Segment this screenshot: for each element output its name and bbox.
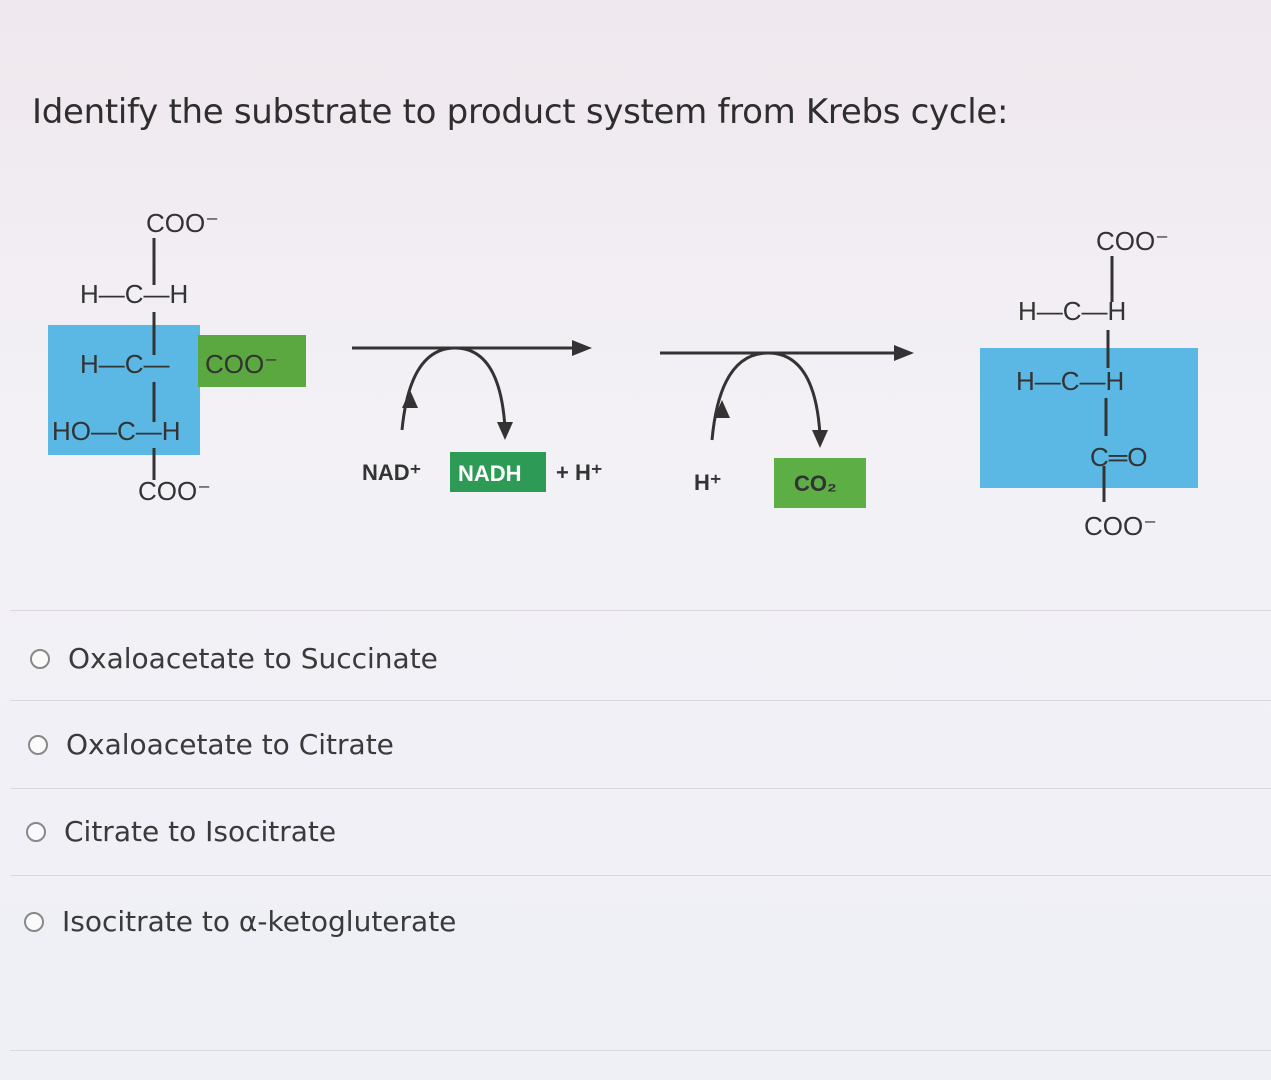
answer-divider <box>10 700 1271 701</box>
radio-button[interactable] <box>26 821 46 842</box>
substrate-row-2-left: H—C— <box>80 349 170 379</box>
co2-chip <box>774 458 866 508</box>
step1-reactant: NAD⁺ <box>362 460 421 485</box>
radio-button[interactable] <box>28 734 48 755</box>
answer-label: Isocitrate to α-ketogluterate <box>62 905 457 938</box>
product-row-3: C═O <box>1090 442 1147 472</box>
substrate-row-2-group: COO⁻ <box>205 349 278 379</box>
substrate-highlight-blue <box>48 325 200 455</box>
answer-label: Oxaloacetate to Citrate <box>66 728 394 761</box>
reaction-diagram-svg: COO⁻ H—C—H H—C— COO⁻ HO—C—H COO⁻ NAD⁺ NA… <box>48 208 1198 541</box>
substrate-molecule: COO⁻ H—C—H H—C— COO⁻ HO—C—H COO⁻ <box>48 208 306 506</box>
product-molecule: COO⁻ H—C—H H—C—H C═O COO⁻ <box>980 226 1198 541</box>
answer-divider <box>10 610 1271 611</box>
substrate-highlight-green <box>198 335 306 387</box>
step2-reactant: H⁺ <box>694 470 722 495</box>
step1-arrow <box>352 340 592 440</box>
answer-option-1[interactable]: Oxaloacetate to Succinate <box>30 642 438 675</box>
product-highlight-blue <box>980 348 1198 488</box>
substrate-top-group: COO⁻ <box>146 208 219 238</box>
radio-button[interactable] <box>30 648 50 669</box>
product-row-2: H—C—H <box>1016 366 1124 396</box>
step2-product: CO₂ <box>794 471 837 496</box>
step1-product: NADH <box>458 461 522 486</box>
substrate-bottom-group: COO⁻ <box>138 476 211 506</box>
step2-arrow <box>660 345 914 448</box>
product-top-group: COO⁻ <box>1096 226 1169 256</box>
answer-option-4[interactable]: Isocitrate to α-ketogluterate <box>24 905 456 938</box>
answer-divider <box>10 788 1271 789</box>
substrate-row-3: HO—C—H <box>52 416 181 446</box>
product-row-1: H—C—H <box>1018 296 1126 326</box>
substrate-row-1: H—C—H <box>80 279 188 309</box>
nadh-chip <box>450 452 546 492</box>
reaction-diagram: COO⁻ H—C—H H—C— COO⁻ HO—C—H COO⁻ NAD⁺ NA… <box>0 190 1271 570</box>
answer-label: Oxaloacetate to Succinate <box>68 642 438 675</box>
question-title: Identify the substrate to product system… <box>32 92 1009 132</box>
answer-label: Citrate to Isocitrate <box>64 815 337 848</box>
answer-option-2[interactable]: Oxaloacetate to Citrate <box>28 728 394 761</box>
answer-divider <box>10 875 1271 876</box>
radio-button[interactable] <box>24 911 44 932</box>
step1-extra: + H⁺ <box>556 460 602 485</box>
answer-option-3[interactable]: Citrate to Isocitrate <box>26 815 336 848</box>
answer-divider <box>10 1050 1271 1051</box>
product-bottom-group: COO⁻ <box>1084 511 1157 541</box>
